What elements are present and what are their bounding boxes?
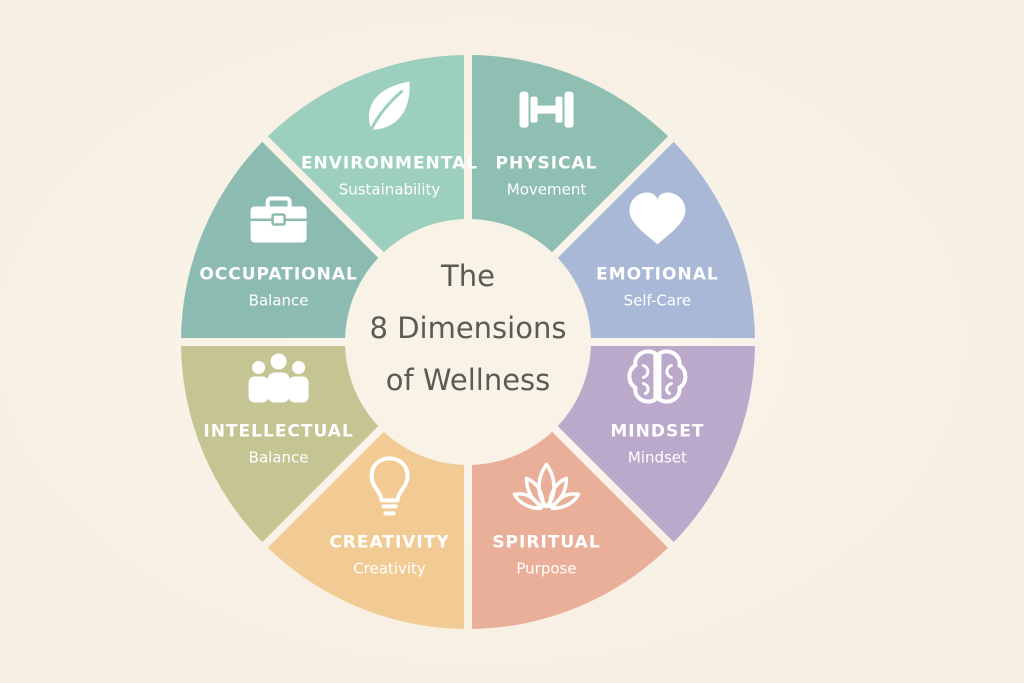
segment-physical: PHYSICAL Movement [472,55,669,257]
segment-intellectual-shape [181,346,383,543]
lightbulb-icon [369,456,410,516]
segment-intellectual-title: INTELLECTUAL [203,422,353,442]
briefcase-icon [250,196,307,243]
center-title-line-3: of Wellness [386,363,551,397]
center-title-line-1: The [440,259,495,293]
segment-spiritual-shape [472,427,669,629]
segment-mindset: MINDSET Mindset [553,346,755,543]
center-circle [345,219,591,465]
segment-creativity-subtitle: Creativity [353,559,426,577]
segment-occupational-subtitle: Balance [249,292,309,310]
segment-environmental-title: ENVIRONMENTAL [301,154,478,174]
segment-intellectual-subtitle: Balance [249,449,309,467]
brain-icon [627,349,688,404]
segment-creativity-shape [267,427,464,629]
segment-mindset-title: MINDSET [610,422,704,442]
segment-spiritual-subtitle: Purpose [516,559,576,577]
segment-emotional: EMOTIONAL Self-Care [553,141,755,338]
segment-environmental-subtitle: Sustainability [339,181,441,199]
segment-environmental: ENVIRONMENTAL Sustainability [267,55,478,257]
segment-creativity-title: CREATIVITY [329,532,449,552]
segment-environmental-shape [267,55,464,257]
segment-emotional-title: EMOTIONAL [596,265,719,285]
people-icon [248,353,309,403]
heart-icon [629,192,686,245]
leaf-icon [366,81,410,140]
segment-spiritual-title: SPIRITUAL [492,532,600,552]
segment-occupational-title: OCCUPATIONAL [199,265,358,285]
center-title-line-2: 8 Dimensions [370,311,567,345]
segment-intellectual: INTELLECTUAL Balance [181,346,383,543]
lotus-icon [512,462,581,511]
dumbbell-icon [519,91,574,128]
segment-emotional-subtitle: Self-Care [624,292,692,310]
segment-spiritual: SPIRITUAL Purpose [472,427,669,629]
segment-creativity: CREATIVITY Creativity [267,427,464,629]
segment-physical-subtitle: Movement [507,181,587,199]
segment-occupational: OCCUPATIONAL Balance [181,141,383,338]
segment-physical-title: PHYSICAL [495,154,597,174]
segment-mindset-shape [553,346,755,543]
segment-mindset-subtitle: Mindset [628,449,687,467]
